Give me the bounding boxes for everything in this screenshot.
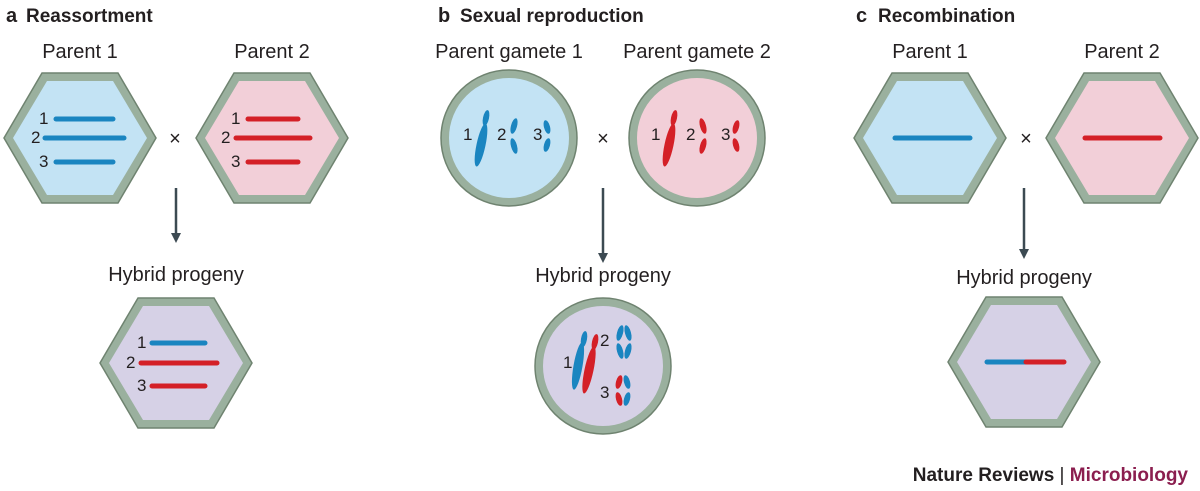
chromosome-label-2: 2 [600,331,609,350]
segment-label-2: 2 [31,128,40,147]
panel-b-gamete1: 1 2 3 [440,69,578,207]
chromosome-1-red [662,110,678,167]
panel-c-parent1-label: Parent 1 [892,41,968,63]
segment-label-3: 3 [137,376,146,395]
panel-c-progeny-genome [947,296,1101,428]
segment-label-3: 3 [39,152,48,171]
panel-c-cross-symbol: × [1020,128,1032,150]
chromosome-2-red [699,118,707,154]
panel-a-letter: a [6,5,18,27]
segment-label-3: 3 [231,152,240,171]
chromosome-label-3: 3 [600,383,609,402]
chromosome-3-blue [543,120,551,152]
panel-b-gamete2: 1 2 3 [628,69,766,207]
chromosome-2-blue [510,118,518,154]
chromosome-label-3: 3 [721,125,730,144]
chromosome-1-blue [474,110,490,167]
panel-c-title: Recombination [878,6,1015,27]
panel-a-progeny-label: Hybrid progeny [108,264,244,286]
panel-c-parent2-genome [1045,72,1199,204]
panel-b-progeny-cell: 1 2 3 [534,297,672,435]
panel-b: b Sexual reproduction Parent gamete 1 Pa… [435,5,771,435]
panel-b-cross-symbol: × [597,128,609,150]
panel-b-progeny-label: Hybrid progeny [535,265,671,287]
panel-a-title: Reassortment [26,6,153,27]
footer-credit: Nature Reviews | Microbiology [913,465,1189,486]
segment-label-2: 2 [126,353,135,372]
panel-c: c Recombination Parent 1 Parent 2 × Hybr… [853,5,1199,428]
chromosome-3-red [732,120,740,152]
progeny-chromosome-3-pair [615,375,631,406]
chromosome-label-2: 2 [686,125,695,144]
footer-separator: | [1060,465,1070,486]
panel-a-parent2-label: Parent 2 [234,41,310,63]
footer-journal: Nature Reviews [913,465,1055,486]
progeny-chromosome-1-pair [571,331,599,394]
panel-a: a Reassortment Parent 1 Parent 2 1 2 3 ×… [3,5,349,429]
segment-label-1: 1 [231,109,240,128]
panel-c-letter: c [856,5,867,27]
chromosome-label-3: 3 [533,125,542,144]
chromosome-label-1: 1 [563,353,572,372]
segment-label-1: 1 [39,109,48,128]
segment-label-2: 2 [221,128,230,147]
panel-c-parent2-label: Parent 2 [1084,41,1160,63]
segment-label-1: 1 [137,333,146,352]
panel-b-letter: b [438,5,450,27]
svg-text:Nature Reviews |: Nature Reviews | Microbiology [913,465,1189,486]
panel-a-parent1-virion: 1 2 3 [3,72,157,204]
panel-b-parent2-label: Parent gamete 2 [623,41,771,63]
panel-c-progeny-label: Hybrid progeny [956,267,1092,289]
progeny-chromosome-2-pair [616,325,632,359]
panel-b-parent1-label: Parent gamete 1 [435,41,583,63]
footer-field: Microbiology [1070,465,1189,486]
chromosome-label-2: 2 [497,125,506,144]
chromosome-label-1: 1 [463,125,472,144]
panel-a-parent2-virion: 1 2 3 [195,72,349,204]
panel-a-parent1-label: Parent 1 [42,41,118,63]
panel-c-parent1-genome [853,72,1007,204]
panel-a-cross-symbol: × [169,128,181,150]
panel-a-progeny-virion: 1 2 3 [99,297,253,429]
chromosome-label-1: 1 [651,125,660,144]
panel-b-title: Sexual reproduction [460,6,644,27]
